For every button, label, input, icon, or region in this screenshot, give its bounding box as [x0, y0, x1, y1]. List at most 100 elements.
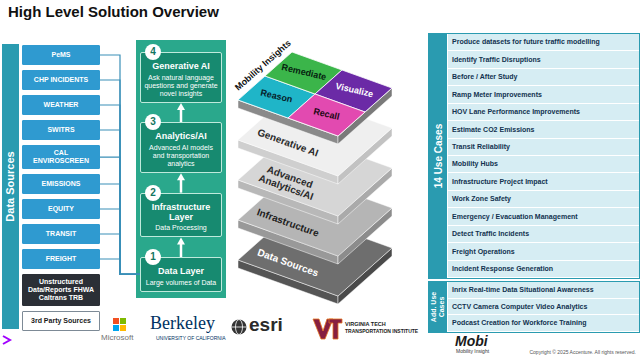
use-case-label: CCTV Camera Computer Video Analytics — [452, 303, 635, 311]
use-case-label: Transit Reliability — [452, 143, 635, 151]
layer-label: Advanced Analytics/AI — [250, 159, 325, 204]
connector-line — [100, 105, 140, 274]
connector — [100, 105, 140, 274]
use-case-item: Work Zone Safety — [448, 191, 639, 207]
connector-line — [180, 108, 183, 122]
connector-line — [100, 130, 140, 274]
layer-step-box: 4Generative AIAsk natural language quest… — [140, 52, 222, 103]
logo-label: TRANSPORTATION INSTITUTE — [345, 329, 418, 335]
use-case-item: Detect Traffic Incidents — [448, 226, 639, 242]
layer-label: Infrastructure — [246, 202, 331, 241]
layer-step-box: 2Infrastructure LayerData Processing — [140, 193, 222, 238]
layer-step-box: 1Data LayerLarge volumes of Data — [140, 257, 222, 292]
use-case-item: Freight Operations — [448, 243, 639, 259]
page-title: High Level Solution Overview — [8, 3, 219, 20]
use-case-label: Emergency / Evacuation Management — [452, 213, 635, 221]
connector-line — [180, 178, 183, 192]
source-box: EMISSIONS — [22, 174, 100, 194]
source-label: 3rd Party Sources — [31, 317, 91, 325]
use-case-label: Mobility Hubs — [452, 160, 635, 168]
globe-icon — [232, 320, 247, 335]
source-label: CAL ENVIROSCREEN — [26, 149, 96, 165]
connector — [100, 184, 140, 274]
logo-label: esri — [249, 314, 283, 336]
step-title: Data Layer — [144, 267, 218, 277]
logo-label: Copyright © 2025 Accenture. All rights r… — [529, 350, 636, 356]
use-case-item: Transit Reliability — [448, 139, 639, 155]
step-description: Data Processing — [144, 224, 218, 232]
source-box: EQUITY — [22, 199, 100, 219]
connector — [100, 259, 140, 274]
step-title: Analytics/AI — [144, 132, 218, 142]
source-label: Unstructured Data/Reports FHWA Caltrans … — [26, 278, 96, 302]
stack-layer: Infrastructure — [246, 202, 331, 241]
quadrant-fill — [288, 94, 365, 136]
connector-line — [100, 80, 140, 274]
use-case-item: HOV Lane Performance Improvements — [448, 104, 639, 120]
connector — [100, 209, 140, 274]
step-title: Infrastructure Layer — [144, 203, 218, 223]
source-label: EMISSIONS — [42, 180, 81, 188]
source-box: CHP INCIDENTS — [22, 70, 100, 90]
connector-line — [100, 259, 140, 274]
arrow-head — [177, 103, 185, 110]
source-label: PeMS — [51, 51, 70, 59]
connector-line — [100, 234, 140, 274]
use-case-item: Mobility Hubs — [448, 156, 639, 172]
source-box: WEATHER — [22, 95, 100, 115]
source-box: SWITRS — [22, 120, 100, 140]
use-case-label: Freight Operations — [452, 248, 635, 256]
source-label: SWITRS — [47, 126, 74, 134]
use-case-item: Produce datasets for future traffic mode… — [448, 34, 639, 50]
use-case-label: Produce datasets for future traffic mode… — [452, 38, 635, 46]
use-case-label: Estimate CO2 Emissions — [452, 126, 635, 134]
layer-stack — [238, 52, 392, 304]
step-number: 2 — [145, 185, 161, 201]
vt-logo — [329, 319, 342, 339]
use-case-item: Emergency / Evacuation Management — [448, 208, 639, 224]
use-case-label: Ramp Meter Improvements — [452, 91, 635, 99]
use-case-label: Before / After Study — [452, 73, 635, 81]
logo-label: Microsoft — [101, 333, 133, 342]
logo-label: UNIVERSITY OF CALIFORNIA — [156, 336, 226, 342]
connector — [100, 157, 140, 274]
logo-square — [113, 325, 119, 331]
step-number: 3 — [145, 114, 161, 130]
use-case-item: CCTV Camera Computer Video Analytics — [448, 299, 639, 315]
arrow-head — [177, 173, 185, 180]
stack-layer: Advanced Analytics/AI — [250, 159, 325, 204]
step-description: Large volumes of Data — [144, 279, 218, 287]
connector — [100, 80, 140, 274]
accenture-mark — [3, 336, 10, 344]
use-case-item: Before / After Study — [448, 69, 639, 85]
use-case-item: Podcast Creation for Workforce Training — [448, 315, 639, 331]
source-box: TRANSIT — [22, 224, 100, 244]
globe-line — [232, 327, 247, 328]
use-case-item: Infrastructure Project Impact — [448, 173, 639, 189]
logo-label: Berkeley — [150, 313, 215, 334]
bar-label: Data Sources — [2, 44, 19, 329]
stack-layer: Data Sources — [246, 242, 331, 281]
use-case-panel: Add. Use Cases Inrix Real-time Data Situa… — [428, 281, 640, 333]
use-case-label: Inrix Real-time Data Situational Awarene… — [452, 286, 635, 294]
use-case-label: Incident Response Generation — [452, 265, 635, 273]
source-label: EQUITY — [48, 205, 74, 213]
connector-line — [100, 184, 140, 274]
panel-label: Add. Use Cases — [429, 282, 447, 332]
source-label: TRANSIT — [46, 230, 76, 238]
logo-square — [120, 318, 126, 324]
connector — [177, 103, 185, 122]
use-case-item: Incident Response Generation — [448, 261, 639, 277]
connector — [177, 237, 185, 257]
connector-line — [100, 209, 140, 274]
use-case-label: Podcast Creation for Workforce Training — [452, 319, 635, 327]
logo-label: VIRGINIA TECH — [345, 321, 386, 327]
step-title: Generative AI — [144, 62, 218, 72]
use-case-label: Work Zone Safety — [452, 195, 635, 203]
step-description: Ask natural language questions and gener… — [144, 74, 218, 98]
connector — [177, 173, 185, 192]
insight-quadrant: Recall — [288, 94, 365, 136]
logo-label: Mobi — [455, 333, 488, 349]
step-number: 1 — [145, 249, 161, 265]
connector-line — [100, 55, 140, 274]
